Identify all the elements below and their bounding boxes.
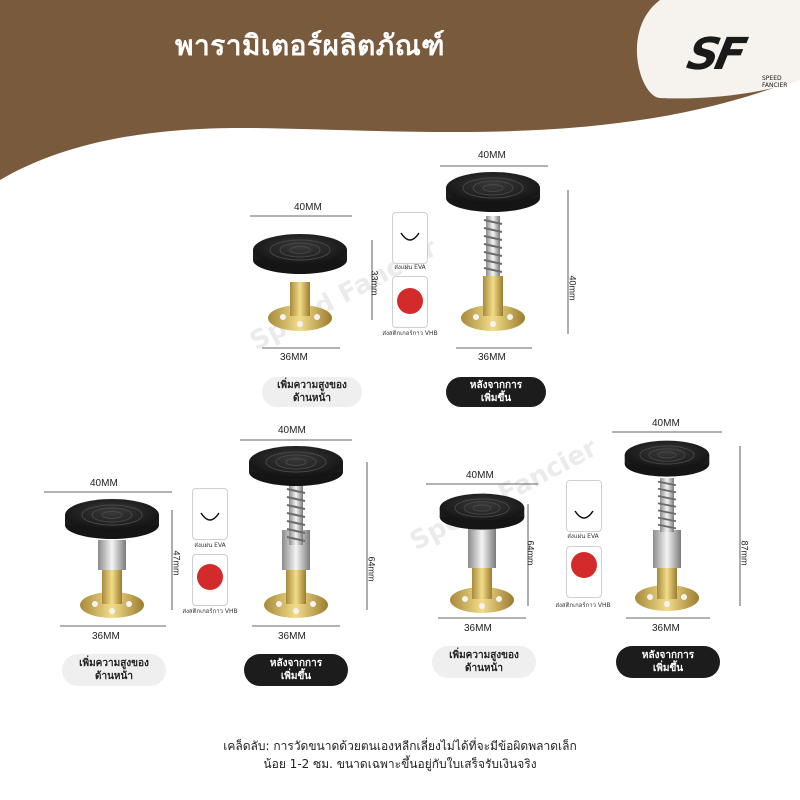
- eva-pad-label: ส่งแผ่น EVA: [194, 542, 226, 549]
- before-height-pill: เพิ่มความสูงของด้านหน้า: [62, 654, 166, 686]
- pill-line2: ด้านหน้า: [464, 663, 503, 674]
- eva-pad-icon: [200, 512, 220, 521]
- top-width-label: 40MM: [278, 425, 306, 436]
- pill-line2: เพิ่มขึ้น: [280, 671, 312, 682]
- pill-line2: ด้านหน้า: [292, 393, 331, 404]
- base-width-label: 36MM: [478, 352, 506, 363]
- eva-pad-card: [566, 480, 602, 532]
- pill-line2: ด้านหน้า: [94, 671, 133, 682]
- top-width-label: 40MM: [478, 150, 506, 161]
- dimension-lines: [44, 165, 741, 627]
- base-width-label: 36MM: [280, 352, 308, 363]
- pill-line2: เพิ่มขึ้น: [480, 393, 512, 404]
- vhb-sticker-icon: [197, 564, 223, 590]
- vhb-sticker-label: ส่งสติกเกอร์กาว VHB: [555, 602, 611, 609]
- product-extended-3: [624, 440, 710, 611]
- height-label: 33mm: [369, 270, 380, 296]
- vhb-sticker-icon: [571, 552, 597, 578]
- top-width-label: 40MM: [90, 478, 118, 489]
- eva-pad-card: [392, 212, 428, 264]
- before-height-pill: เพิ่มความสูงของด้านหน้า: [432, 646, 536, 678]
- base-width-label: 36MM: [652, 623, 680, 634]
- product-compact-2: [64, 498, 160, 618]
- pill-line1: เพิ่มความสูงของ: [79, 658, 149, 669]
- vhb-sticker-label: ส่งสติกเกอร์กาว VHB: [182, 608, 238, 615]
- top-width-label: 40MM: [466, 470, 494, 481]
- header-banner: [0, 0, 800, 180]
- product-extended-1: [445, 171, 541, 331]
- tip-note-line1: เคล็ดลับ: การวัดขนาดด้วยตนเองหลีกเลี่ยงไ…: [223, 739, 577, 753]
- after-height-pill: หลังจากการเพิ่มขึ้น: [244, 654, 348, 686]
- vhb-sticker-label: ส่งสติกเกอร์กาว VHB: [382, 330, 438, 337]
- height-label: 87mm: [739, 540, 750, 566]
- tip-note-line2: น้อย 1-2 ซม. ขนาดเฉพาะขึ้นอยู่กับใบเสร็จ…: [263, 757, 537, 771]
- brand-logo: SF SPEED FANCIER: [683, 28, 788, 89]
- page-title: พารามิเตอร์ผลิตภัณฑ์: [175, 29, 445, 62]
- pill-line1: เพิ่มความสูงของ: [277, 380, 347, 391]
- eva-pad-label: ส่งแผ่น EVA: [567, 533, 599, 540]
- logo-subtext: SPEED FANCIER: [762, 75, 787, 89]
- eva-pad-icon: [574, 510, 594, 519]
- base-width-label: 36MM: [464, 623, 492, 634]
- vhb-sticker-card: [566, 546, 602, 598]
- logo-sub-line2: FANCIER: [762, 82, 788, 89]
- height-label: 64mm: [525, 540, 536, 566]
- base-width-label: 36MM: [278, 631, 306, 642]
- vhb-sticker-card: [392, 276, 428, 328]
- eva-pad-card: [192, 488, 228, 540]
- tip-note: เคล็ดลับ: การวัดขนาดด้วยตนเองหลีกเลี่ยงไ…: [0, 737, 800, 773]
- product-extended-2: [248, 445, 344, 618]
- eva-pad-icon: [400, 232, 420, 241]
- vhb-sticker-card: [192, 554, 228, 606]
- after-height-pill: หลังจากการเพิ่มขึ้น: [446, 377, 546, 407]
- height-label: 40mm: [567, 275, 578, 301]
- pill-line1: หลังจากการ: [641, 650, 695, 661]
- base-width-label: 36MM: [92, 631, 120, 642]
- after-height-pill: หลังจากการเพิ่มขึ้น: [616, 646, 720, 678]
- height-label: 47mm: [171, 550, 182, 576]
- top-width-label: 40MM: [294, 202, 322, 213]
- eva-pad-label: ส่งแผ่น EVA: [394, 264, 426, 271]
- vhb-sticker-icon: [397, 288, 423, 314]
- logo-sub-line1: SPEED: [762, 75, 782, 82]
- product-compact-1: [252, 233, 348, 331]
- pill-line1: หลังจากการ: [469, 380, 523, 391]
- pill-line1: เพิ่มความสูงของ: [449, 650, 519, 661]
- product-compact-3: [439, 493, 525, 613]
- before-height-pill: เพิ่มความสูงของด้านหน้า: [262, 377, 362, 407]
- pill-line1: หลังจากการ: [269, 658, 323, 669]
- height-label: 64mm: [366, 556, 377, 582]
- pill-line2: เพิ่มขึ้น: [652, 663, 684, 674]
- top-width-label: 40MM: [652, 418, 680, 429]
